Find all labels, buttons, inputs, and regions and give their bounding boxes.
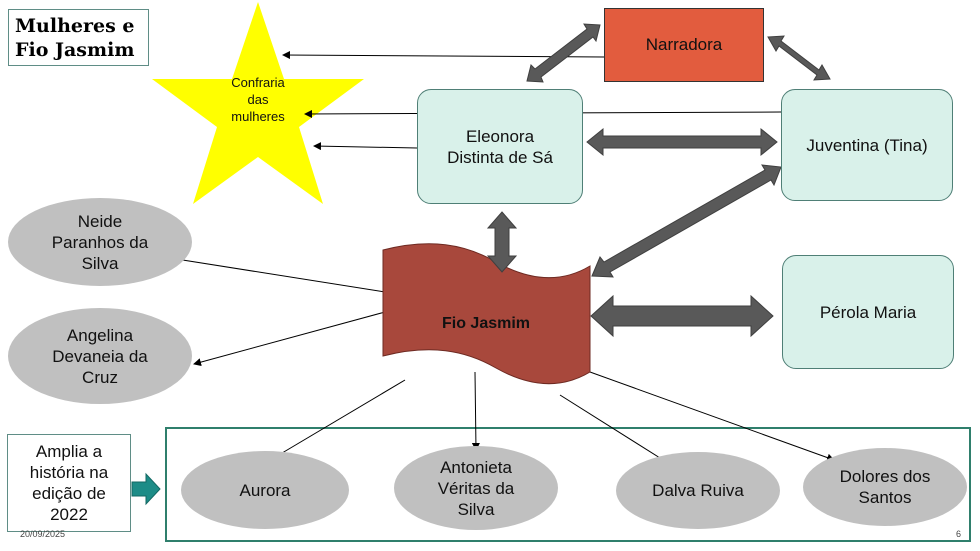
dalva-label: Dalva Ruiva (652, 481, 744, 500)
footer-page-number: 6 (956, 529, 962, 539)
title-line-1: Mulheres e (15, 15, 135, 37)
double-arrow-eleonora-fio (486, 211, 518, 273)
double-arrow-fio-juventina (591, 164, 782, 278)
arrow-fio-to-angelina (193, 311, 386, 367)
antonieta-line-3: Silva (457, 499, 495, 519)
angelina-line-3: Cruz (82, 367, 118, 387)
amplia-line-1: Amplia a (35, 442, 103, 461)
double-arrow-eleonora-juventina (586, 127, 778, 157)
arrow-eleonora-to-star (313, 142, 418, 151)
juventina-node: Juventina (Tina) (781, 89, 953, 201)
arrow-fio-to-dolores (589, 371, 835, 462)
dolores-node: Dolores dos Santos (803, 448, 967, 526)
neide-line-1: Neide (77, 211, 123, 231)
confraria-label: Confraria das mulheres (208, 74, 308, 125)
narradora-label: Narradora (645, 35, 723, 54)
title-line-2: Fio Jasmim (15, 39, 135, 61)
neide-line-3: Silva (81, 253, 119, 273)
eleonora-line-2: Distinta de Sá (447, 147, 553, 167)
amplia-note: Amplia a história na edição de 2022 (7, 434, 131, 532)
arrow-fio-to-dalva (559, 394, 669, 464)
aurora-label: Aurora (239, 480, 291, 500)
confraria-line-2: das (247, 92, 269, 107)
angelina-node: Angelina Devaneia da Cruz (8, 308, 192, 404)
neide-node: Neide Paranhos da Silva (8, 198, 192, 286)
perola-node: Pérola Maria (782, 255, 954, 369)
page-title: Mulheres e Fio Jasmim (8, 9, 149, 66)
antonieta-node: Antonieta Véritas da Silva (394, 446, 558, 530)
arrow-amplia-to-group (131, 472, 161, 506)
aurora-node: Aurora (181, 451, 349, 529)
double-arrow-narradora-eleonora (526, 23, 601, 83)
confraria-line-3: mulheres (231, 109, 285, 124)
amplia-line-2: história na (29, 463, 109, 482)
dolores-line-2: Santos (858, 488, 912, 507)
fio-jasmim-label: Fio Jasmim (441, 315, 531, 332)
arrow-fio-to-neide (169, 255, 386, 293)
double-arrow-fio-perola (590, 294, 774, 338)
confraria-star (152, 2, 364, 204)
amplia-line-3: edição de (32, 484, 106, 503)
juventina-label: Juventina (Tina) (806, 135, 928, 155)
neide-line-2: Paranhos da (51, 232, 149, 252)
fio-jasmim-shape (382, 243, 591, 385)
arrow-fio-to-aurora (271, 379, 406, 460)
double-arrow-narradora-juventina (767, 35, 831, 81)
perola-label: Pérola Maria (819, 302, 917, 322)
dalva-node: Dalva Ruiva (616, 452, 780, 529)
angelina-line-1: Angelina (66, 325, 134, 345)
narradora-node: Narradora (604, 8, 764, 82)
antonieta-line-2: Véritas da (437, 478, 515, 498)
confraria-line-1: Confraria (231, 75, 285, 90)
eleonora-line-1: Eleonora (465, 126, 535, 146)
footer-date: 20/09/2025 (20, 529, 66, 539)
bottom-group-frame (165, 427, 971, 542)
arrow-fio-to-antonieta (471, 371, 480, 451)
antonieta-line-1: Antonieta (440, 457, 512, 477)
dolores-line-1: Dolores dos (839, 467, 931, 486)
amplia-line-4: 2022 (50, 505, 88, 524)
eleonora-node: Eleonora Distinta de Sá (417, 89, 583, 204)
angelina-line-2: Devaneia da (52, 346, 148, 366)
